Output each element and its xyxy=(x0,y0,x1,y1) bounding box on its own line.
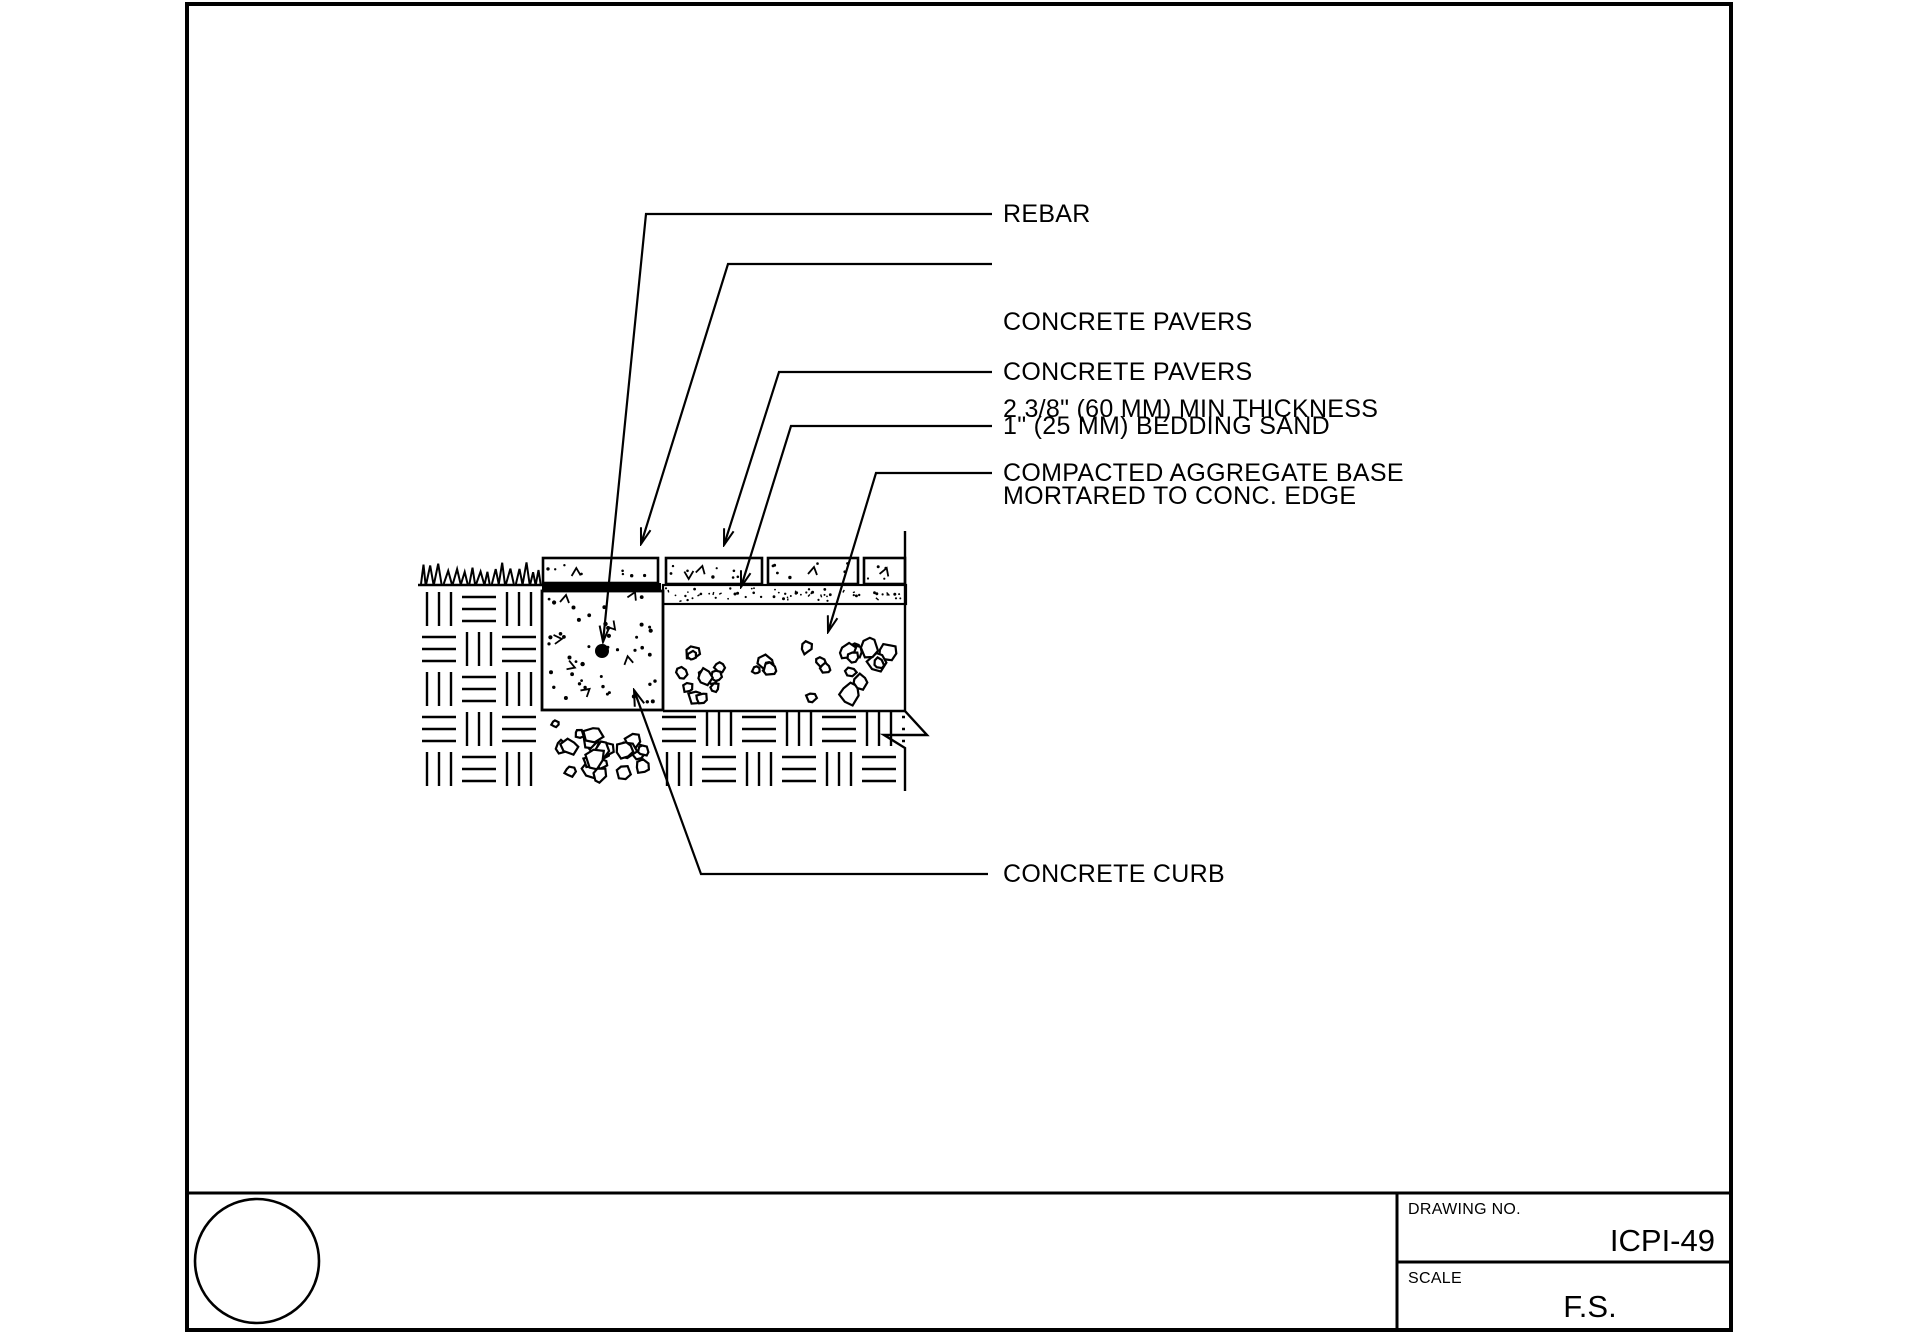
subgrade-hatch-right xyxy=(657,712,905,791)
callout-pavers-mortared-line2: 2 3/8" (60 MM) MIN THICKNESS xyxy=(1003,395,1379,423)
leader-pavers xyxy=(722,370,992,545)
leader-concrete-curb xyxy=(634,690,988,876)
bedding-sand-stipple xyxy=(664,587,902,603)
leader-lines xyxy=(603,212,992,876)
callout-pavers: CONCRETE PAVERS xyxy=(1003,358,1253,386)
callout-aggregate-base: COMPACTED AGGREGATE BASE xyxy=(1003,459,1404,487)
aggregate-stones xyxy=(549,636,898,785)
grass-symbol xyxy=(420,562,542,585)
paver-1 xyxy=(541,556,660,585)
callout-pavers-mortared-line3: MORTARED TO CONC. EDGE xyxy=(1003,482,1357,510)
scale-value: F.S. xyxy=(1563,1289,1617,1324)
leader-rebar xyxy=(603,212,992,642)
paver-2 xyxy=(664,556,764,586)
callout-concrete-curb: CONCRETE CURB xyxy=(1003,860,1225,888)
rebar-dot xyxy=(595,644,609,658)
callout-bedding-sand: 1" (25 MM) BEDDING SAND xyxy=(1003,412,1330,440)
leader-bedding-sand xyxy=(739,424,992,587)
title-block-lines xyxy=(187,1191,1731,1330)
break-line xyxy=(879,531,930,791)
leader-aggregate-base xyxy=(828,471,992,632)
drawing-title: PEDESTRIAN DRIVEWAY WITH SUBMERGED CONCR… xyxy=(350,1204,1061,1334)
drawing-no-label: DRAWING NO. xyxy=(1408,1201,1521,1218)
callout-rebar: REBAR xyxy=(1003,200,1091,228)
logo-circle xyxy=(193,1197,321,1325)
sheet-border xyxy=(185,2,1733,1332)
paver-stipple xyxy=(546,562,890,581)
scale-label: SCALE xyxy=(1408,1270,1462,1287)
callout-pavers-mortared-line1: CONCRETE PAVERS xyxy=(1003,308,1253,336)
concrete-pavers xyxy=(541,556,907,586)
callout-pavers-mortared: CONCRETE PAVERS 2 3/8" (60 MM) MIN THICK… xyxy=(1003,250,1378,569)
mortar-joint xyxy=(542,583,661,591)
leader-pavers-mortared xyxy=(639,262,992,544)
drawing-title-line1: PEDESTRIAN DRIVEWAY WITH xyxy=(350,1322,1061,1334)
subgrade-hatch-left xyxy=(419,589,542,791)
drawing-no-value: ICPI-49 xyxy=(1609,1223,1715,1258)
